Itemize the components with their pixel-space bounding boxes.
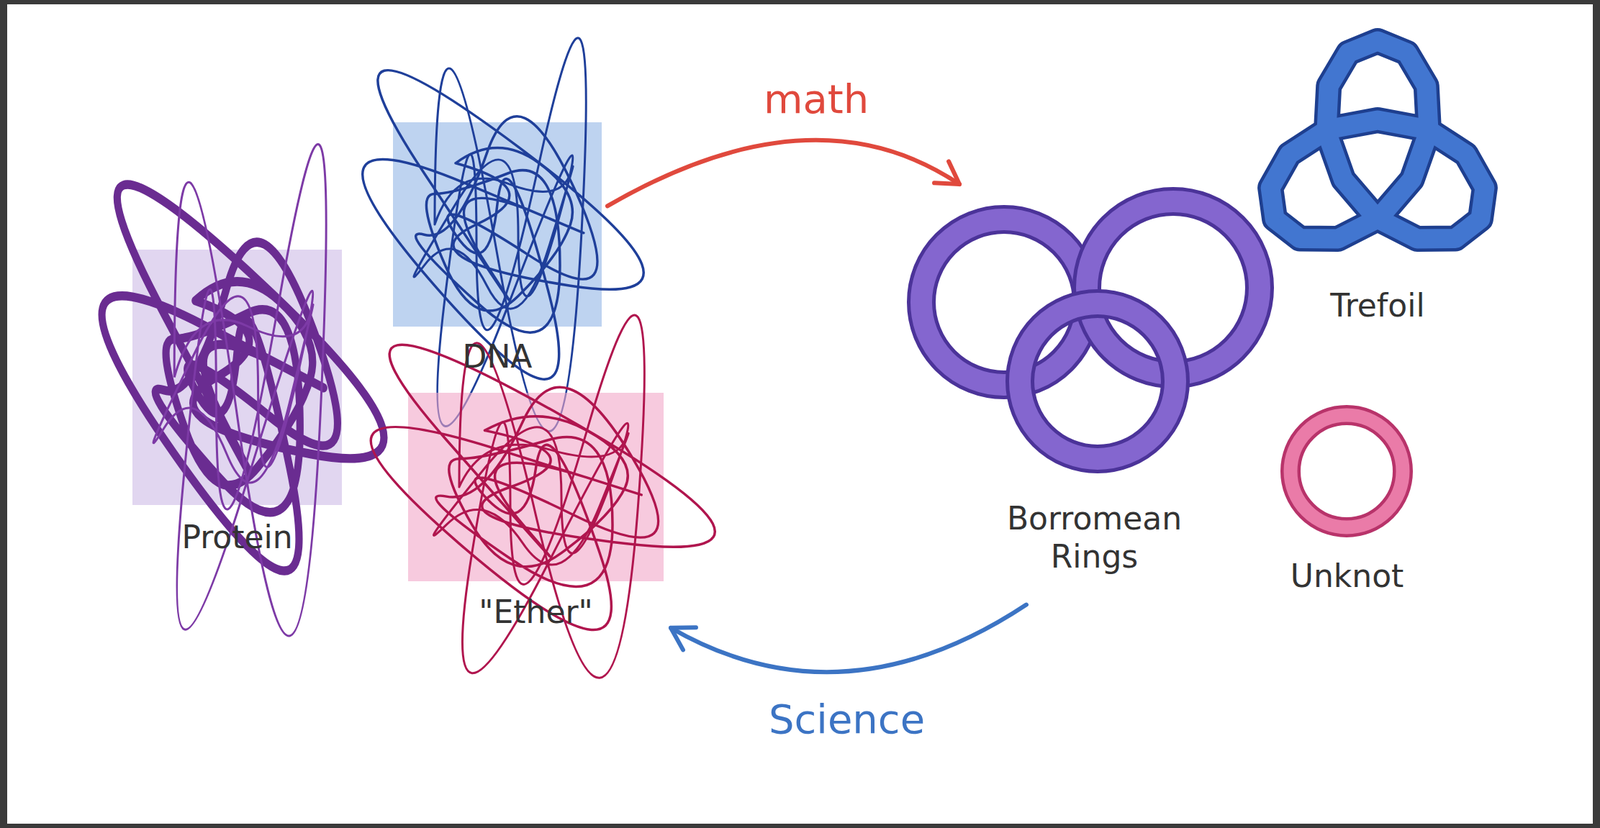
figure-node: Unknot [1275, 408, 1419, 596]
figure-node: Borromean Rings [918, 198, 1271, 577]
dna-tangle [362, 38, 645, 432]
arrow-label: Science [764, 697, 930, 743]
figure-node: DNA [392, 122, 602, 377]
curved-arrow [607, 140, 960, 207]
borromean-rings [921, 201, 1260, 460]
figure-node: Protein [132, 249, 342, 558]
figure-node: "Ether" [408, 392, 664, 632]
protein-tangle [102, 144, 385, 637]
figure-label: "Ether" [408, 593, 664, 632]
figure-node: Trefoil [1265, 41, 1490, 326]
unknot-ring [1290, 415, 1403, 528]
figure-label: Borromean Rings [975, 500, 1214, 577]
figure-label: DNA [392, 338, 602, 377]
figure-label: Unknot [1275, 557, 1419, 596]
arrow-head-end [934, 161, 960, 185]
figure-label: Trefoil [1265, 287, 1490, 326]
trefoil-knot [1270, 41, 1485, 239]
figure-label: Protein [132, 518, 342, 558]
arrow-head-end [670, 627, 696, 650]
arrow-label: math [759, 77, 874, 122]
ether-tangle [370, 315, 715, 679]
curved-arrow [670, 605, 1027, 673]
